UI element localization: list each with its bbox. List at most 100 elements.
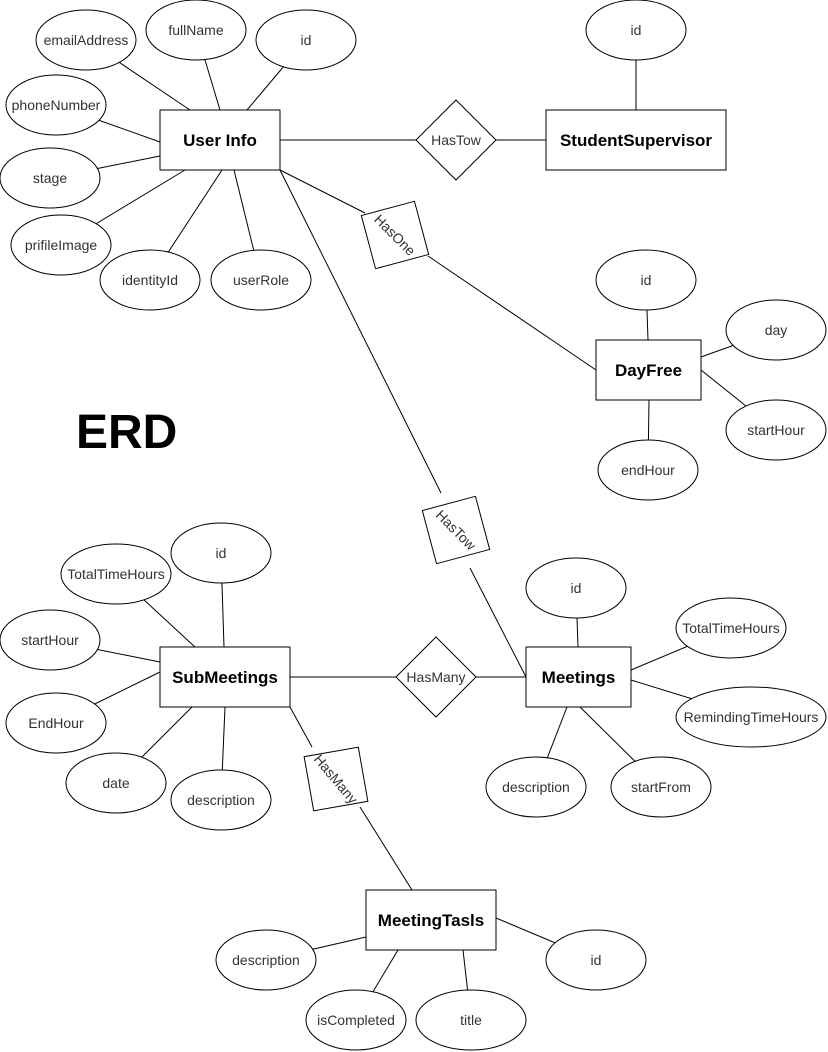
attribute: id — [595, 249, 697, 311]
entity-meetings: Meetings — [525, 646, 632, 708]
attribute-label: id — [631, 22, 642, 38]
attribute-label: startHour — [21, 632, 79, 648]
relationship-link — [359, 806, 413, 891]
attribute: startHour — [725, 399, 827, 461]
diagram-title: ERD — [76, 406, 177, 459]
attribute-ellipse — [725, 299, 827, 361]
attribute-label: EndHour — [28, 715, 84, 731]
attribute-ellipse — [5, 74, 107, 136]
entity-label: User Info — [183, 131, 257, 150]
attribute-ellipse — [170, 769, 272, 831]
attribute: id — [545, 929, 647, 991]
attribute-label: TotalTimeHours — [682, 620, 780, 636]
attribute: userRole — [210, 249, 312, 311]
attribute-ellipse — [585, 0, 687, 61]
attribute-label: TotalTimeHours — [67, 566, 165, 582]
attribute: id — [170, 522, 272, 584]
attribute: identityId — [99, 249, 201, 311]
attribute: phoneNumber — [5, 74, 107, 136]
connector-lines — [49, 29, 777, 1021]
attribute-ellipse — [610, 756, 712, 818]
relationship-link — [427, 255, 597, 371]
attribute-label: prifileImage — [25, 237, 98, 253]
attribute-label: id — [216, 545, 227, 561]
attribute-label: id — [641, 272, 652, 288]
entity-tasks: MeetingTasls — [365, 889, 497, 951]
attribute-ellipse — [0, 147, 101, 209]
attribute: fullName — [145, 0, 247, 61]
attribute: title — [415, 989, 527, 1051]
relationship-r2: HasOne — [360, 200, 430, 270]
attribute: prifileImage — [10, 214, 112, 276]
attribute: description — [485, 756, 587, 818]
attribute: TotalTimeHours — [675, 597, 787, 659]
attribute-ellipse — [485, 756, 587, 818]
entity-supervisor: StudentSupervisor — [545, 109, 727, 171]
attribute: id — [255, 9, 357, 71]
entity-box — [159, 109, 281, 171]
attribute: day — [725, 299, 827, 361]
attribute-ellipse — [415, 989, 527, 1051]
attribute-label: emailAddress — [44, 32, 129, 48]
attribute-ellipse — [595, 249, 697, 311]
attribute-label: fullName — [168, 22, 223, 38]
entity-box — [545, 109, 727, 171]
entity-box — [159, 646, 291, 708]
entity-box — [595, 339, 702, 401]
attribute-ellipse — [5, 692, 107, 754]
attribute: stage — [0, 147, 101, 209]
attribute-ellipse — [525, 557, 627, 619]
attribute-ellipse — [65, 752, 167, 814]
attribute-label: description — [502, 779, 570, 795]
attribute-label: id — [301, 32, 312, 48]
entity-label: DayFree — [615, 361, 682, 380]
relationship-rotated: HasMany — [303, 746, 369, 812]
relationship-label: HasTow — [431, 132, 482, 148]
attribute-label: endHour — [621, 462, 675, 478]
attribute-ellipse — [99, 249, 201, 311]
entity-box — [525, 646, 632, 708]
attribute: description — [215, 929, 317, 991]
attribute: RemindingTimeHours — [675, 686, 827, 748]
attribute-ellipse — [210, 249, 312, 311]
relationship-r5: HasMany — [303, 746, 369, 812]
relationship-link — [279, 169, 366, 214]
attribute: id — [525, 557, 627, 619]
attribute-ellipse — [725, 399, 827, 461]
attribute-ellipse — [255, 9, 357, 71]
attribute-ellipse — [0, 609, 101, 671]
relationship-rotated: HasOne — [360, 200, 430, 270]
attribute-label: startFrom — [631, 779, 691, 795]
relationship-r4: HasMany — [395, 636, 477, 718]
relationship-r3: HasTow — [421, 495, 491, 565]
attribute: id — [585, 0, 687, 61]
attribute: description — [170, 769, 272, 831]
attribute-label: userRole — [233, 272, 289, 288]
attribute-label: day — [765, 322, 788, 338]
attribute-label: id — [591, 952, 602, 968]
attribute-ellipse — [675, 686, 827, 748]
attribute: startFrom — [610, 756, 712, 818]
attribute-label: stage — [33, 170, 67, 186]
attribute: isCompleted — [305, 989, 407, 1051]
attribute-label: description — [232, 952, 300, 968]
attribute-ellipse — [597, 439, 699, 501]
attribute-label: description — [187, 792, 255, 808]
relationship-diamond — [395, 636, 477, 718]
entity-user: User Info — [159, 109, 281, 171]
attribute: date — [65, 752, 167, 814]
attribute-ellipse — [10, 214, 112, 276]
attribute-label: isCompleted — [317, 1012, 395, 1028]
attribute-ellipse — [170, 522, 272, 584]
attribute-ellipse — [215, 929, 317, 991]
attribute-label: RemindingTimeHours — [684, 709, 819, 725]
attribute-label: title — [460, 1012, 482, 1028]
entity-box — [365, 889, 497, 951]
attribute-ellipse — [35, 9, 137, 71]
attribute-ellipse — [145, 0, 247, 61]
attribute-label: startHour — [747, 422, 805, 438]
relationship-link — [289, 706, 313, 748]
attribute-label: identityId — [122, 272, 178, 288]
